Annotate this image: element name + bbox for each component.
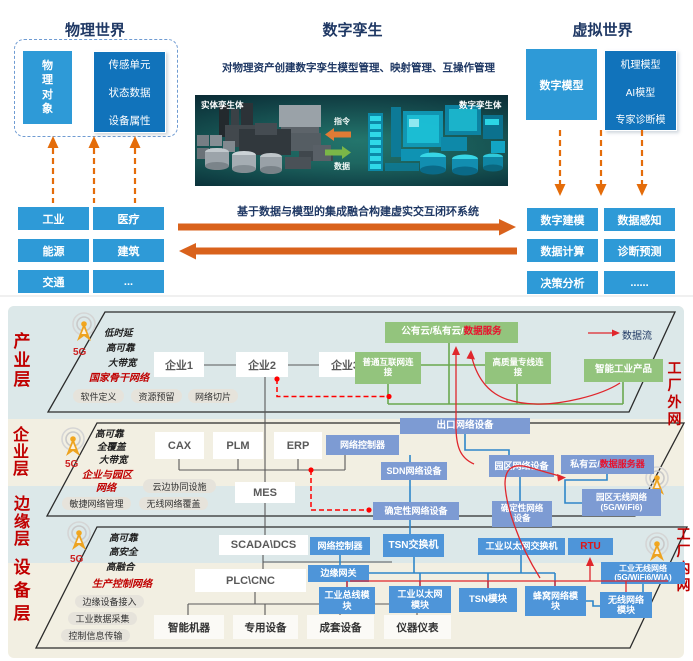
svg-text:数字孪生体: 数字孪生体 <box>459 100 502 110</box>
svg-text:数据: 数据 <box>334 161 350 171</box>
svg-text:实体孪生体: 实体孪生体 <box>201 100 244 110</box>
svg-text:5G: 5G <box>70 554 84 565</box>
svg-text:5G: 5G <box>73 347 87 358</box>
svg-text:5G: 5G <box>65 459 79 470</box>
svg-text:指令: 指令 <box>334 116 351 126</box>
